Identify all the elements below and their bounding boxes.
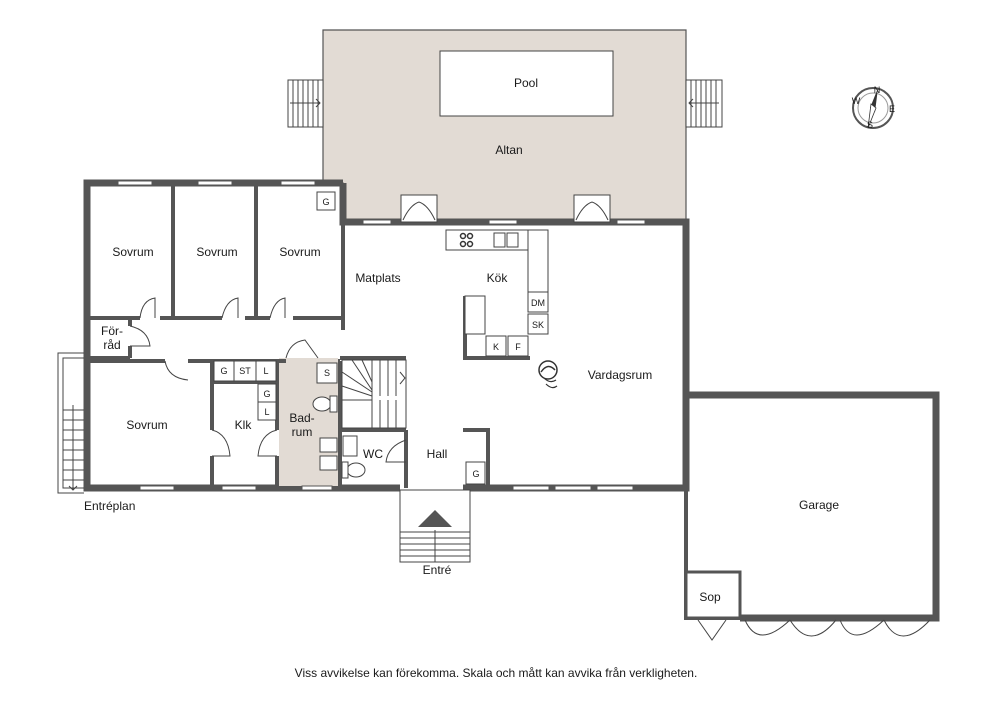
- bath-s: S: [324, 368, 330, 378]
- label-matplats: Matplats: [355, 271, 400, 285]
- deck-area: [287, 29, 723, 223]
- label-sop: Sop: [699, 590, 721, 604]
- entrance-stairs: [399, 489, 471, 563]
- label-altan: Altan: [495, 143, 522, 157]
- deck-stairs-right: [685, 79, 723, 128]
- door-swings: [129, 297, 461, 509]
- kitchen-f: F: [515, 342, 521, 352]
- label-kok: Kök: [487, 271, 509, 285]
- closet-st: ST: [239, 366, 251, 376]
- label-sovrum-1: Sovrum: [112, 245, 153, 259]
- compass-icon: N E S W: [852, 85, 895, 130]
- disclaimer-text: Viss avvikelse kan förekomma. Skala och …: [294, 666, 698, 680]
- kitchen-k: K: [493, 342, 499, 352]
- compass-w: W: [852, 96, 861, 106]
- closet-l: L: [263, 366, 268, 376]
- compass-n: N: [874, 85, 881, 95]
- kitchen-dm: DM: [531, 298, 545, 308]
- compass-s: S: [867, 120, 873, 130]
- label-entreplan: Entréplan: [84, 499, 135, 513]
- windows: [117, 180, 646, 491]
- label-badrum-2: rum: [292, 425, 313, 439]
- label-forrad-2: råd: [103, 338, 120, 352]
- entrance-arrow-icon: [418, 510, 452, 527]
- label-forrad-1: För-: [101, 324, 123, 338]
- label-klk: Klk: [235, 418, 253, 432]
- hall-closet-g: G: [465, 461, 486, 485]
- side-stairs: [57, 352, 84, 494]
- deck-doors: [400, 194, 611, 223]
- label-entre: Entré: [423, 563, 452, 577]
- fireplace-icon: [538, 360, 558, 389]
- closet-g: G: [220, 366, 227, 376]
- label-wc: WC: [363, 447, 383, 461]
- label-garage: Garage: [799, 498, 839, 512]
- bedroom-closet-g: G: [316, 191, 336, 211]
- wc-fixtures: [341, 435, 366, 479]
- klk-closet-l: L: [264, 407, 269, 417]
- garage: [684, 391, 940, 641]
- hall-closets: G ST L G L: [213, 360, 277, 421]
- kitchen: DM SK K F: [445, 229, 549, 357]
- closet-g-label: G: [322, 197, 329, 207]
- label-sovrum-4: Sovrum: [126, 418, 167, 432]
- staircase: [341, 359, 407, 429]
- klk-closet-g: G: [263, 389, 270, 399]
- kitchen-sk: SK: [532, 320, 544, 330]
- label-badrum-1: Bad-: [289, 411, 314, 425]
- exterior-walls: [83, 179, 690, 492]
- label-vardagsrum: Vardagsrum: [588, 368, 652, 382]
- label-sovrum-3: Sovrum: [279, 245, 320, 259]
- label-hall: Hall: [427, 447, 448, 461]
- label-pool: Pool: [514, 76, 538, 90]
- hall-closet-g-label: G: [472, 469, 479, 479]
- label-sovrum-2: Sovrum: [196, 245, 237, 259]
- deck-stairs-left: [287, 79, 324, 128]
- pool: [439, 50, 614, 117]
- bathroom-fixtures: S: [312, 362, 338, 471]
- compass-e: E: [889, 104, 895, 114]
- room-labels: Pool Altan Sovrum Sovrum Sovrum Matplats…: [84, 76, 839, 604]
